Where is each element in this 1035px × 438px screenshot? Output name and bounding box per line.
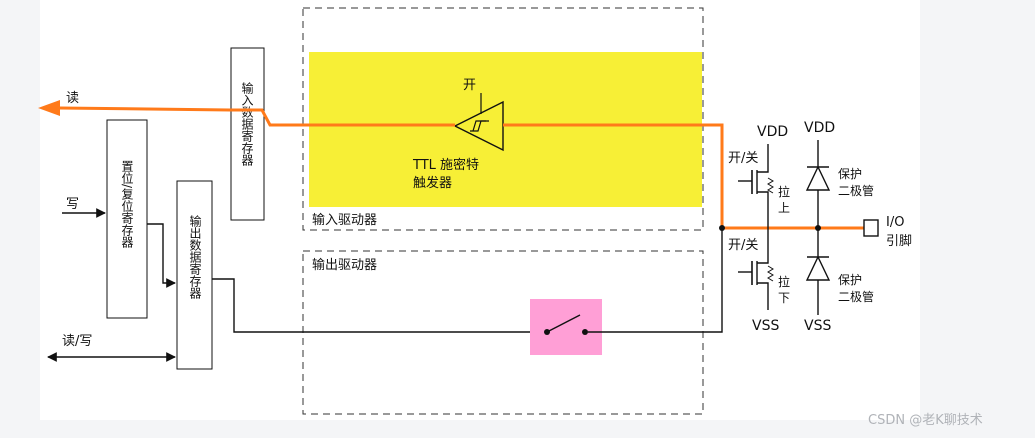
input-data-register-label: 输入数据寄存器: [240, 81, 254, 167]
protect-diode-top-label-line-1: 保护: [838, 167, 862, 181]
pullup-drain: [757, 144, 769, 173]
io-pin-box: [863, 219, 879, 237]
set-reset-register-label: 置位/复位寄存器: [120, 160, 134, 249]
pull-down-label-line-2: 下: [778, 291, 790, 305]
schmitt-label-line1: TTL 施密特: [412, 157, 479, 173]
protect-diode-bottom-label: 保护二极管: [838, 273, 874, 304]
io-pin-label: 引脚: [886, 233, 912, 249]
on-off-bottom-label: 开/关: [728, 238, 758, 253]
switch-contact: [582, 329, 588, 335]
vdd-right: VDD: [804, 120, 835, 136]
read-write-label: 读/写: [62, 334, 92, 349]
output-data-register-label: 输出数据寄存器: [188, 214, 202, 300]
input-data-register: [230, 47, 265, 221]
set-reset-register: [106, 119, 148, 319]
output-path-line: [212, 278, 530, 333]
diode-icon: [805, 165, 831, 191]
read-arrowhead: [38, 100, 60, 116]
input-driver-label: 输入驱动器: [312, 212, 377, 228]
output-data-register: [176, 180, 213, 370]
diode-icon-2: [805, 255, 831, 281]
pulldown-resistor: [767, 265, 774, 282]
schmitt-label-line2: 触发器: [413, 175, 452, 191]
protect-diode-top-label-line-2: 二极管: [838, 183, 874, 198]
pulldown-source: [757, 282, 769, 310]
io-label: I/O: [886, 215, 904, 230]
input-driver-box: [302, 7, 704, 231]
pulldown-drain: [757, 228, 769, 264]
switch-blade: [546, 314, 581, 333]
on-off-top-label: 开/关: [728, 151, 758, 166]
read-label: 读: [66, 91, 79, 106]
vdd-left: VDD: [757, 124, 788, 140]
vss-left: VSS: [752, 318, 779, 334]
setreset-to-output-line: [147, 223, 176, 288]
watermark: CSDN @老K聊技术: [868, 413, 983, 428]
read-path-line: [503, 123, 724, 228]
junction-dot: [719, 225, 725, 231]
output-driver-label: 输出驱动器: [312, 257, 377, 273]
input-driver-fill: [309, 52, 702, 207]
protect-diode-bottom-label-line-2: 二极管: [838, 289, 874, 304]
protect-diode-top-label: 保护二极管: [838, 167, 874, 198]
output-switch-box: [530, 299, 602, 355]
pullup-source: [757, 191, 769, 228]
schmitt-on-label: 开: [463, 78, 476, 93]
pull-up-label-text-line-2: 上: [778, 201, 790, 215]
pull-down-label: 拉下: [778, 274, 790, 305]
pull-up-label: 拉上: [778, 184, 790, 215]
switch-to-pin-line: [588, 228, 723, 333]
pull-down-label-line-1: 拉: [778, 274, 790, 289]
write-label: 写: [66, 197, 79, 212]
pull-up-label-text-line-1: 拉: [778, 184, 790, 199]
vss-right: VSS: [804, 318, 831, 334]
protect-diode-bottom-label-line-1: 保护: [838, 273, 862, 287]
read-path-line-2: [59, 106, 455, 127]
diode-junction-dot: [815, 225, 821, 231]
pullup-resistor: [767, 177, 774, 194]
schmitt-hysteresis-icon-2: [472, 120, 486, 132]
